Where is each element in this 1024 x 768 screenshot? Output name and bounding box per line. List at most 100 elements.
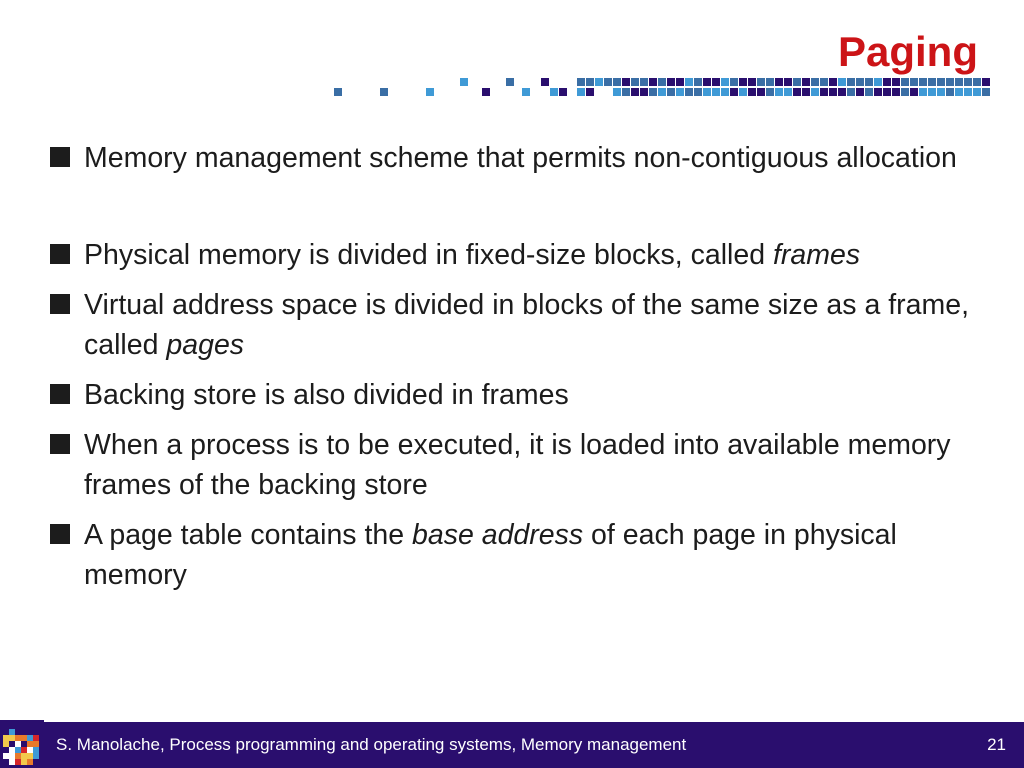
deco-square <box>622 88 630 96</box>
deco-square <box>649 88 657 96</box>
deco-square <box>685 78 693 86</box>
bullet-text: Backing store is also divided in frames <box>84 379 569 411</box>
deco-square <box>775 88 783 96</box>
deco-square <box>730 88 738 96</box>
bullet-square-icon <box>50 524 70 544</box>
deco-square <box>865 88 873 96</box>
deco-square <box>766 78 774 86</box>
deco-square <box>811 78 819 86</box>
bullet-text-italic: base address <box>412 519 584 551</box>
bullet-item: Physical memory is divided in fixed-size… <box>46 235 986 275</box>
deco-square <box>847 78 855 86</box>
deco-square <box>586 88 594 96</box>
deco-square <box>901 88 909 96</box>
deco-square <box>613 88 621 96</box>
deco-square <box>811 88 819 96</box>
deco-square <box>838 78 846 86</box>
bullet-text: Virtual address space is divided in bloc… <box>84 289 969 361</box>
deco-square <box>766 88 774 96</box>
deco-square <box>631 88 639 96</box>
bullet-text: Memory management scheme that permits no… <box>84 142 957 174</box>
bullet-text: of each page in physical memory <box>84 519 897 591</box>
bullet-square-icon <box>50 147 70 167</box>
deco-square <box>856 78 864 86</box>
deco-square <box>784 88 792 96</box>
deco-square <box>919 78 927 86</box>
bullet-square-icon <box>50 244 70 264</box>
deco-square <box>946 78 954 86</box>
bullet-item: Memory management scheme that permits no… <box>46 138 986 178</box>
decorative-pixel-pattern <box>334 78 990 96</box>
deco-square <box>426 88 434 96</box>
footer-text: S. Manolache, Process programming and op… <box>56 735 687 754</box>
bullet-list: Memory management scheme that permits no… <box>46 138 986 595</box>
deco-square <box>703 88 711 96</box>
deco-square <box>667 78 675 86</box>
deco-square <box>964 88 972 96</box>
deco-square <box>694 88 702 96</box>
deco-square <box>667 88 675 96</box>
deco-square <box>901 78 909 86</box>
deco-square <box>910 78 918 86</box>
deco-square <box>955 78 963 86</box>
bullet-square-icon <box>50 434 70 454</box>
deco-square <box>937 88 945 96</box>
deco-square <box>721 88 729 96</box>
page-number: 21 <box>987 735 1006 754</box>
deco-square <box>622 78 630 86</box>
bullet-item: Virtual address space is divided in bloc… <box>46 285 986 365</box>
deco-square <box>964 78 972 86</box>
deco-square <box>919 88 927 96</box>
deco-square <box>802 78 810 86</box>
slide-title: Paging <box>837 28 978 75</box>
deco-square <box>829 78 837 86</box>
bullet-square-icon <box>50 294 70 314</box>
deco-square <box>676 88 684 96</box>
bullet-text: Physical memory is divided in fixed-size… <box>84 239 774 271</box>
deco-square <box>982 78 990 86</box>
university-logo-icon <box>3 729 39 765</box>
deco-square <box>883 78 891 86</box>
bullet-item: Backing store is also divided in frames <box>46 375 986 415</box>
bullet-text-italic: frames <box>773 239 861 271</box>
deco-square <box>550 88 558 96</box>
deco-square <box>595 78 603 86</box>
deco-square <box>712 78 720 86</box>
deco-square <box>380 88 388 96</box>
deco-square <box>838 88 846 96</box>
deco-square <box>955 88 963 96</box>
deco-square <box>694 78 702 86</box>
deco-square <box>928 88 936 96</box>
deco-square <box>946 88 954 96</box>
deco-square <box>973 88 981 96</box>
bullet-item: A page table contains the base address o… <box>46 515 986 595</box>
deco-square <box>721 78 729 86</box>
deco-square <box>883 88 891 96</box>
deco-square <box>793 88 801 96</box>
deco-square <box>829 88 837 96</box>
deco-square <box>482 88 490 96</box>
deco-square <box>910 88 918 96</box>
deco-square <box>874 78 882 86</box>
bullet-item: When a process is to be executed, it is … <box>46 425 986 505</box>
deco-square <box>748 78 756 86</box>
deco-square <box>577 78 585 86</box>
deco-square <box>820 78 828 86</box>
deco-square <box>334 88 342 96</box>
deco-square <box>506 78 514 86</box>
deco-square <box>577 88 585 96</box>
deco-square <box>460 78 468 86</box>
deco-square <box>865 78 873 86</box>
deco-square <box>892 88 900 96</box>
deco-square <box>973 78 981 86</box>
deco-square <box>856 88 864 96</box>
deco-square <box>739 88 747 96</box>
deco-square <box>640 78 648 86</box>
deco-square <box>928 78 936 86</box>
deco-square <box>522 88 530 96</box>
deco-square <box>658 78 666 86</box>
deco-square <box>703 78 711 86</box>
deco-square <box>712 88 720 96</box>
bullet-text-italic: pages <box>166 329 245 361</box>
deco-square <box>820 88 828 96</box>
